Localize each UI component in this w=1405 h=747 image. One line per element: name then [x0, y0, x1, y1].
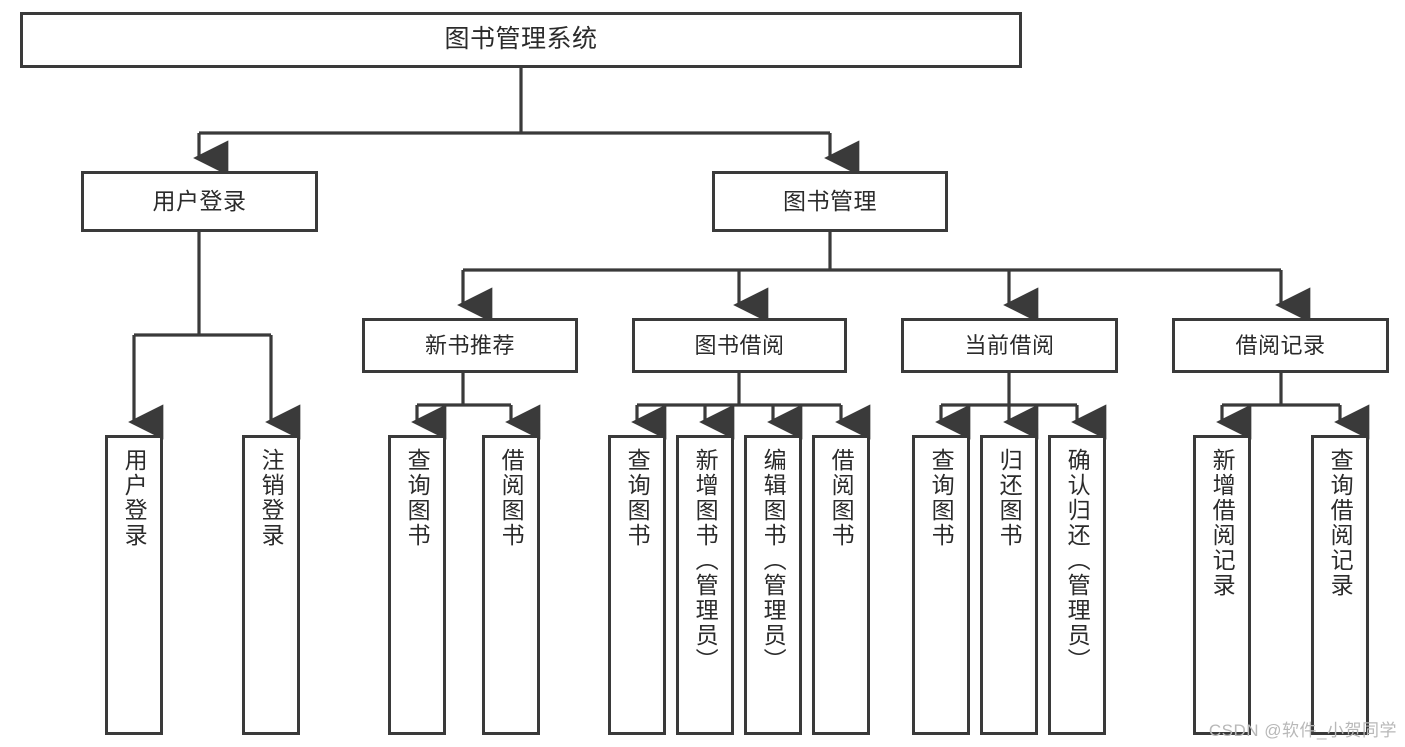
- node-label: 查询借阅记录: [1327, 448, 1354, 598]
- leaf-logout[interactable]: 注销登录: [242, 435, 300, 735]
- node-label: 当前借阅: [964, 332, 1055, 358]
- node-label: 查询图书: [624, 448, 651, 548]
- node-label: 借阅记录: [1235, 332, 1326, 358]
- node-book-management[interactable]: 图书管理: [712, 171, 948, 232]
- node-book-borrow[interactable]: 图书借阅: [632, 318, 847, 373]
- leaf-confirm-return-admin[interactable]: 确认归还（管理员）: [1048, 435, 1106, 735]
- leaf-edit-book-admin[interactable]: 编辑图书（管理员）: [744, 435, 802, 735]
- node-current-borrow[interactable]: 当前借阅: [901, 318, 1118, 373]
- node-label: 编辑图书（管理员）: [760, 448, 787, 673]
- leaf-return-book[interactable]: 归还图书: [980, 435, 1038, 735]
- leaf-query-book-current[interactable]: 查询图书: [912, 435, 970, 735]
- node-label: 用户登录: [152, 187, 247, 214]
- node-label: 归还图书: [996, 448, 1023, 548]
- leaf-borrow-book[interactable]: 借阅图书: [812, 435, 870, 735]
- node-label: 借阅图书: [828, 448, 855, 548]
- node-label: 图书管理系统: [444, 25, 598, 54]
- node-label: 确认归还（管理员）: [1064, 448, 1091, 673]
- node-label: 注销登录: [258, 448, 285, 548]
- leaf-add-book-admin[interactable]: 新增图书（管理员）: [676, 435, 734, 735]
- leaf-borrow-book-new[interactable]: 借阅图书: [482, 435, 540, 735]
- leaf-query-book-borrow[interactable]: 查询图书: [608, 435, 666, 735]
- node-user-login[interactable]: 用户登录: [81, 171, 318, 232]
- watermark: CSDN @软件_小贺同学: [1208, 721, 1397, 740]
- node-label: 图书管理: [783, 187, 877, 214]
- node-label: 用户登录: [121, 448, 148, 548]
- node-new-book-recommend[interactable]: 新书推荐: [362, 318, 578, 373]
- leaf-query-book-new[interactable]: 查询图书: [388, 435, 446, 735]
- leaf-user-login[interactable]: 用户登录: [105, 435, 163, 735]
- node-label: 图书借阅: [694, 332, 785, 358]
- node-label: 新书推荐: [424, 332, 515, 358]
- node-label: 新增借阅记录: [1209, 448, 1236, 598]
- leaf-add-borrow-record[interactable]: 新增借阅记录: [1193, 435, 1251, 735]
- node-label: 新增图书（管理员）: [692, 448, 719, 673]
- node-label: 查询图书: [404, 448, 431, 548]
- node-root-system[interactable]: 图书管理系统: [20, 12, 1022, 68]
- node-borrow-record[interactable]: 借阅记录: [1172, 318, 1389, 373]
- node-label: 查询图书: [928, 448, 955, 548]
- leaf-query-borrow-record[interactable]: 查询借阅记录: [1311, 435, 1369, 735]
- node-label: 借阅图书: [498, 448, 525, 548]
